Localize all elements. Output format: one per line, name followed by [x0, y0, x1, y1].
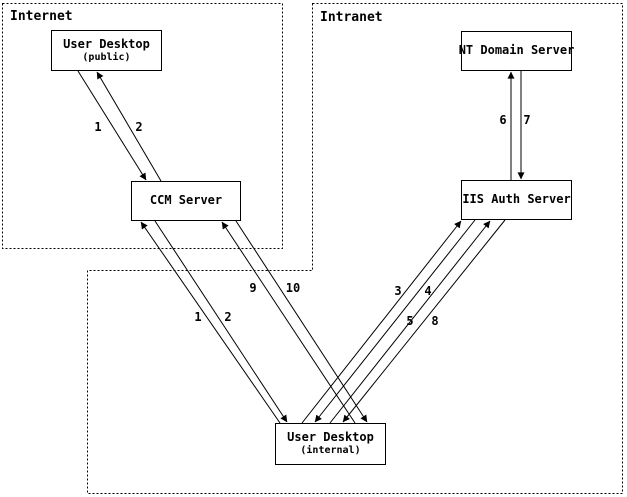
step-label-6: 6	[499, 113, 507, 127]
node-ccm-server: CCM Server	[131, 181, 241, 221]
node-title: NT Domain Server	[458, 43, 575, 58]
arrow-resume-response-10	[235, 220, 368, 423]
step-label-8: 8	[431, 314, 439, 328]
step-label-internal-2: 2	[224, 310, 232, 324]
intranet-zone-label: Intranet	[320, 10, 383, 25]
node-title: User Desktop	[287, 430, 374, 445]
node-subtitle: (public)	[82, 51, 131, 63]
node-iis-auth-server: IIS Auth Server	[461, 180, 572, 220]
step-label-public-1: 1	[94, 120, 102, 134]
step-label-7: 7	[523, 113, 531, 127]
internet-zone-label: Internet	[10, 9, 73, 24]
arrow-public-request-1	[77, 70, 147, 181]
arrow-resume-request-9	[221, 221, 356, 424]
node-user-desktop-public: User Desktop (public)	[51, 30, 162, 71]
node-title: CCM Server	[149, 193, 223, 208]
node-title: IIS Auth Server	[462, 192, 571, 207]
node-subtitle: (internal)	[300, 445, 361, 457]
step-label-3: 3	[394, 284, 402, 298]
arrow-iis-response-8	[342, 219, 506, 423]
step-label-5: 5	[406, 314, 414, 328]
arrow-iis-request-5	[329, 220, 491, 424]
node-user-desktop-internal: User Desktop (internal)	[275, 423, 386, 465]
arrow-internal-request-1	[140, 221, 281, 424]
step-label-internal-1: 1	[194, 310, 202, 324]
arrow-iis-request-3	[301, 220, 462, 424]
arrow-iis-response-4	[314, 219, 476, 423]
arrow-internal-response-2	[154, 220, 288, 423]
intranet-zone-border	[87, 3, 623, 494]
step-label-public-2: 2	[135, 120, 143, 134]
step-label-4: 4	[424, 284, 432, 298]
step-label-10: 10	[285, 281, 301, 295]
internet-zone-border	[2, 3, 283, 249]
arrow-public-response-2	[96, 71, 162, 182]
node-nt-domain-server: NT Domain Server	[458, 31, 575, 71]
node-title: User Desktop	[63, 36, 150, 51]
step-label-9: 9	[249, 281, 257, 295]
